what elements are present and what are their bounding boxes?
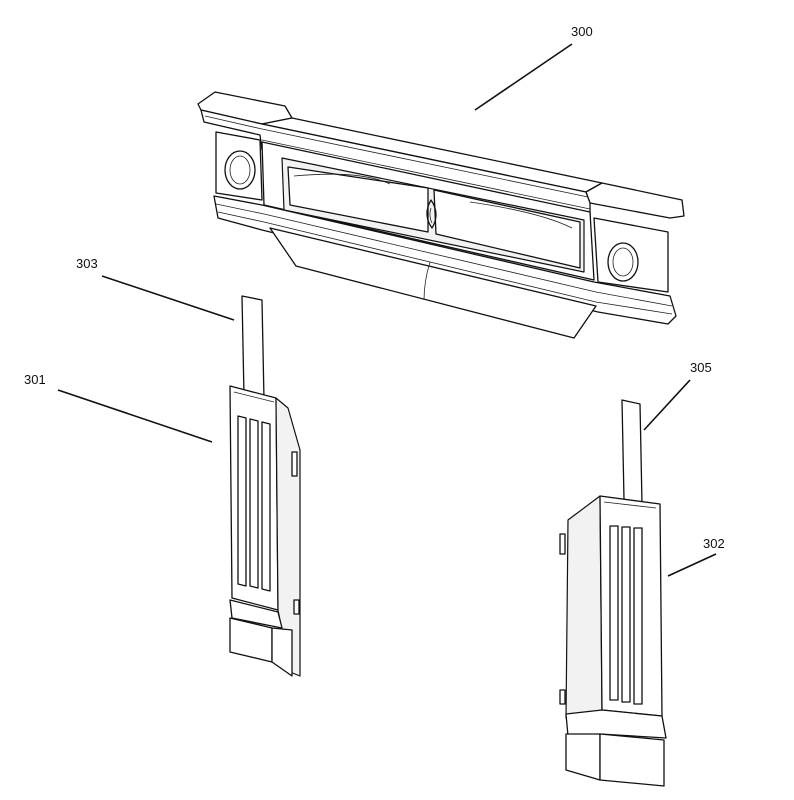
label-300: 300 (571, 24, 593, 39)
leader-300 (474, 43, 573, 111)
label-303: 303 (76, 256, 98, 271)
mantel-assembly (197, 91, 685, 339)
left-column-301 (229, 385, 301, 677)
right-column-302 (559, 495, 667, 787)
label-305: 305 (690, 360, 712, 375)
leader-305 (643, 379, 691, 431)
leader-303 (101, 275, 235, 321)
left-strip-303 (241, 295, 265, 401)
label-302: 302 (703, 536, 725, 551)
right-strip-305 (621, 399, 643, 505)
label-301: 301 (24, 372, 46, 387)
leader-302 (667, 553, 717, 577)
leader-301 (57, 389, 213, 443)
